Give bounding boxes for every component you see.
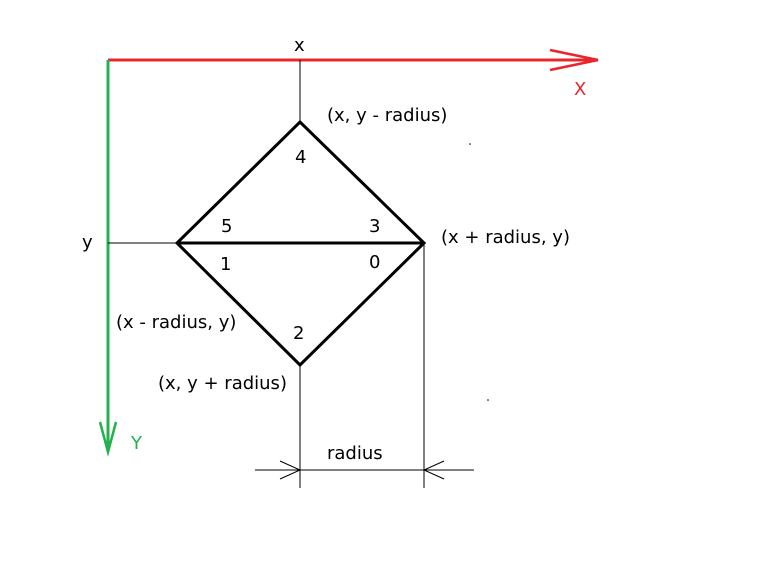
y-axis-label: Y — [130, 433, 143, 454]
diamond-shape — [174, 119, 427, 368]
vertex-index-upper-left: 5 — [221, 216, 232, 237]
vertex-index-lower-left: 1 — [220, 254, 231, 275]
x-guide-label: x — [294, 35, 305, 56]
y-axis-arrowhead — [98, 421, 118, 457]
x-axis-label: X — [574, 79, 586, 100]
dimension-arrow-right — [422, 460, 445, 480]
stray-dot — [487, 399, 489, 401]
x-axis-arrowhead — [549, 48, 599, 72]
diamond-outline — [174, 119, 427, 368]
stray-dot — [469, 143, 471, 145]
y-axis: Y — [98, 60, 143, 457]
vertex-index-upper-right: 3 — [369, 216, 380, 237]
y-guide-label: y — [82, 232, 93, 253]
x-axis: X — [108, 48, 599, 100]
dimension-label: radius — [327, 443, 383, 464]
vertex-index-lower-right: 0 — [369, 252, 380, 273]
point-label-top: (x, y - radius) — [327, 105, 447, 126]
vertex-indices: 4 5 3 1 0 2 — [220, 147, 380, 344]
vertex-index-bottom: 2 — [293, 323, 304, 344]
dimension-arrow-left — [279, 460, 302, 480]
radius-dimension: radius — [255, 443, 474, 480]
point-label-left: (x - radius, y) — [116, 312, 236, 333]
vertex-index-top: 4 — [295, 147, 306, 168]
point-label-right: (x + radius, y) — [441, 227, 570, 248]
point-labels: (x, y - radius) (x + radius, y) (x - rad… — [116, 105, 570, 394]
guide-lines — [108, 60, 425, 488]
point-label-bottom: (x, y + radius) — [158, 373, 287, 394]
